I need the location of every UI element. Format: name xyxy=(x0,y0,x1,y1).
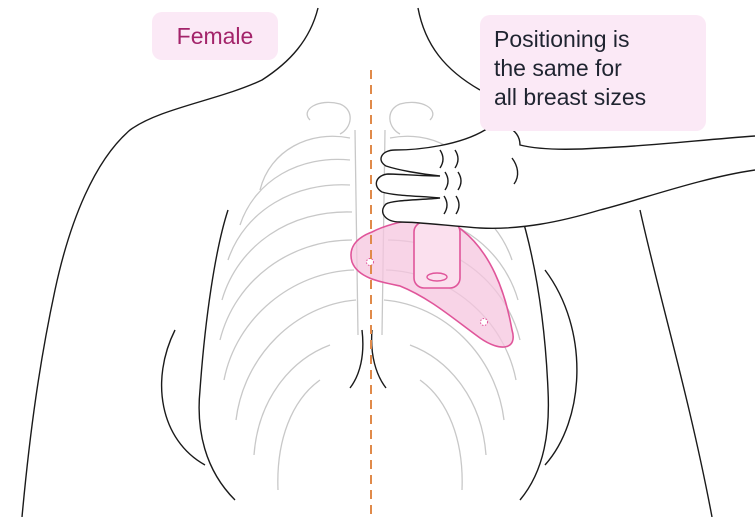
note-line-2: the same for xyxy=(494,54,706,83)
patch-dot-right xyxy=(481,319,488,326)
sensor-patch xyxy=(351,219,513,347)
note-line-1: Positioning is xyxy=(494,25,706,54)
positioning-note: Positioning is the same for all breast s… xyxy=(480,15,706,131)
note-line-3: all breast sizes xyxy=(494,83,706,112)
patch-dot-left xyxy=(367,259,374,266)
hand-icon xyxy=(376,126,755,229)
sex-label: Female xyxy=(152,12,278,60)
